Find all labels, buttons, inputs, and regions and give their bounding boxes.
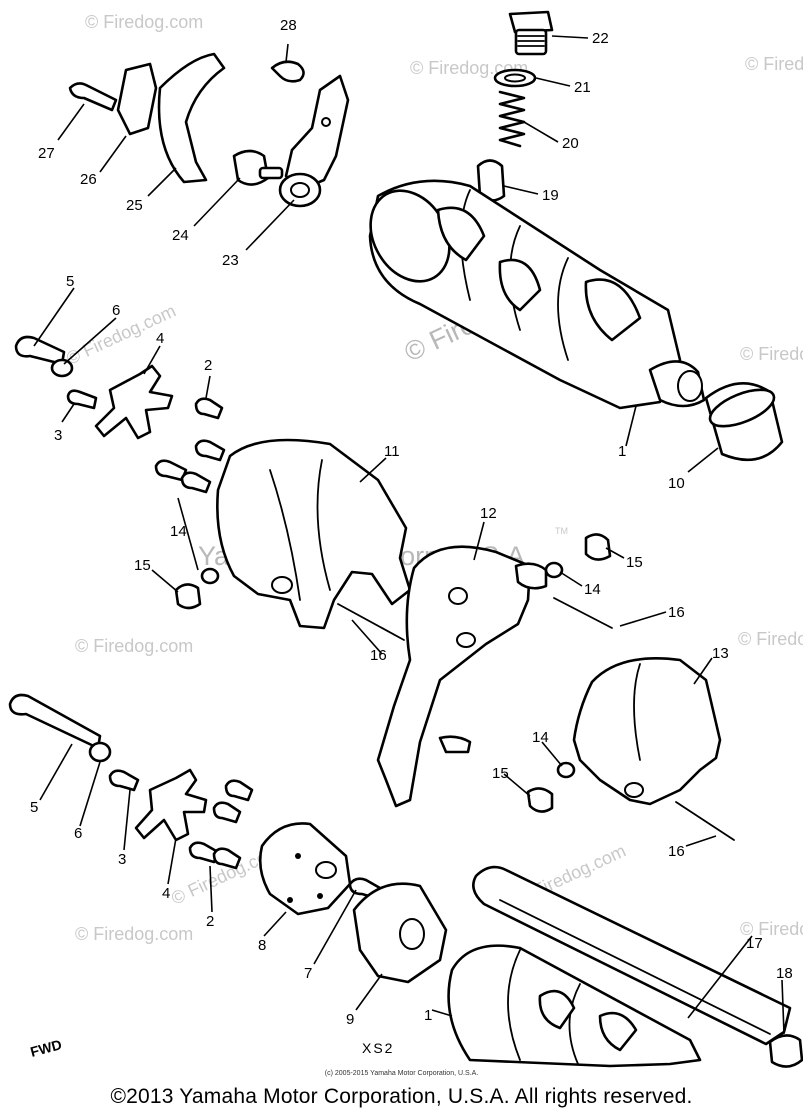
label-6: 6 (74, 825, 82, 842)
label-15: 15 (134, 557, 151, 574)
part-26-plate (116, 62, 158, 136)
label-24: 24 (172, 227, 189, 244)
part-13-shift-fork (572, 657, 722, 806)
part-18-cap (768, 1034, 803, 1068)
part-8-cam (258, 822, 352, 916)
part-14-roller (200, 567, 220, 585)
part-14-roller (556, 761, 576, 779)
label-14: 14 (584, 581, 601, 598)
label-8: 8 (258, 937, 266, 954)
part-9-collar (352, 882, 448, 984)
label-15: 15 (626, 554, 643, 571)
part-16-pin (337, 603, 405, 641)
label-7: 7 (304, 965, 312, 982)
part-1-shift-drum (368, 179, 706, 410)
label-20: 20 (562, 135, 579, 152)
model-code: XS2 (362, 1040, 395, 1056)
watermark: © Firedog.com (738, 629, 803, 649)
watermark: © Firedog.com (745, 54, 803, 74)
label-1: 1 (424, 1007, 432, 1024)
part-10-cap (704, 382, 784, 462)
small-copyright: (c) 2005-2015 Yamaha Motor Corporation, … (324, 1070, 479, 1077)
part-22-bolt (508, 10, 554, 56)
part-6-washer (88, 741, 112, 763)
part-23-shift-lever (278, 74, 350, 208)
watermark: © Firedog.com (75, 636, 193, 656)
part-5-bolt (14, 335, 66, 366)
part-5-bolt (8, 693, 102, 750)
label-5: 5 (30, 799, 38, 816)
label-6: 6 (112, 302, 120, 319)
part-15-pin (174, 583, 202, 610)
label-25: 25 (126, 197, 143, 214)
label-9: 9 (346, 1011, 354, 1028)
label-15: 15 (492, 765, 509, 782)
label-5: 5 (66, 273, 74, 290)
label-12: 12 (480, 505, 497, 522)
watermark: © Firedog.com (740, 344, 803, 364)
part-11-shift-fork (216, 438, 412, 630)
part-14-roller (544, 561, 564, 579)
lower-star-group (8, 693, 254, 870)
label-16: 16 (370, 647, 387, 664)
label-14: 14 (532, 729, 549, 746)
label-4: 4 (156, 330, 164, 347)
label-17: 17 (746, 935, 763, 952)
watermark: © Firedog.com (75, 924, 193, 944)
label-23: 23 (222, 252, 239, 269)
label-13: 13 (712, 645, 729, 662)
label-14: 14 (170, 523, 187, 540)
label-26: 26 (80, 171, 97, 188)
label-4: 4 (162, 885, 170, 902)
part-3-pin (66, 389, 98, 410)
watermark: © Firedog.com (740, 919, 803, 939)
part-24-collar (232, 149, 284, 186)
watermark-tm: TM (555, 526, 568, 536)
label-22: 22 (592, 30, 609, 47)
part-12-shift-fork (376, 545, 548, 808)
copyright-notice: ©2013 Yamaha Motor Corporation, U.S.A. A… (110, 1085, 693, 1108)
part-4-star (134, 768, 208, 842)
label-18: 18 (776, 965, 793, 982)
part-3-pin (108, 769, 140, 792)
part-16-pin (553, 597, 613, 629)
part-number-labels: 22 21 20 19 28 23 24 25 26 27 5 6 4 2 3 … (30, 17, 793, 1028)
part-25-plate (157, 52, 226, 184)
part-16-pin (675, 801, 735, 841)
label-19: 19 (542, 187, 559, 204)
upper-star-group (14, 335, 226, 494)
part-15-pin (526, 787, 554, 813)
part-27-bolt (68, 82, 118, 112)
label-1: 1 (618, 443, 626, 460)
part-6-washer (50, 358, 74, 378)
label-16: 16 (668, 843, 685, 860)
part-1-shift-drum (447, 944, 702, 1068)
label-28: 28 (280, 17, 297, 34)
label-2: 2 (206, 913, 214, 930)
label-21: 21 (574, 79, 591, 96)
part-20-spring (498, 90, 526, 148)
label-27: 27 (38, 145, 55, 162)
watermark: © Firedog.com (85, 12, 203, 32)
part-4-star (94, 364, 174, 440)
part-28-spring (270, 60, 305, 83)
part-15-pin (584, 533, 612, 561)
leader-lines (33, 35, 785, 1035)
label-10: 10 (668, 475, 685, 492)
label-3: 3 (54, 427, 62, 444)
label-16: 16 (668, 604, 685, 621)
label-3: 3 (118, 851, 126, 868)
label-11: 11 (384, 443, 400, 460)
label-2: 2 (204, 357, 212, 374)
part-2-pin (194, 397, 224, 420)
